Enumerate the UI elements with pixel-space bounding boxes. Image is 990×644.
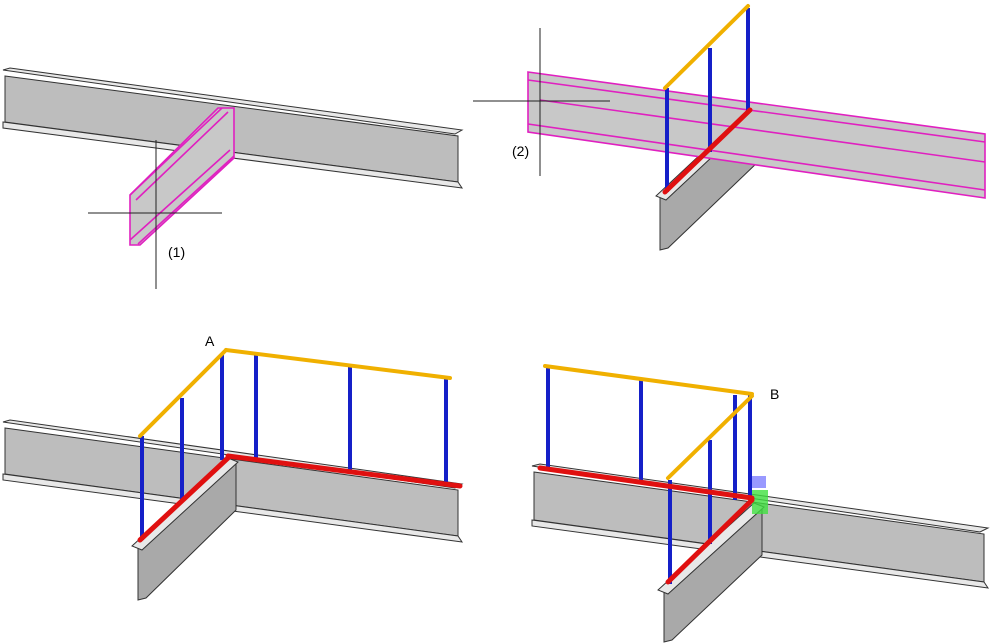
step-1-label: (1)	[168, 244, 185, 260]
point-b-label: B	[770, 386, 779, 402]
railing-3	[137, 348, 463, 543]
green-marker	[752, 490, 768, 514]
panel-4: B	[531, 364, 990, 643]
selected-main-beam	[527, 71, 986, 199]
point-a-label: A	[205, 333, 215, 349]
railing-2	[662, 4, 753, 195]
panel-2: (2)	[473, 4, 986, 251]
panel-1: (1)	[2, 67, 464, 289]
panel-3: A	[2, 333, 464, 601]
step-2-label: (2)	[512, 143, 529, 159]
blue-marker	[752, 476, 766, 488]
railing-4	[537, 364, 755, 585]
